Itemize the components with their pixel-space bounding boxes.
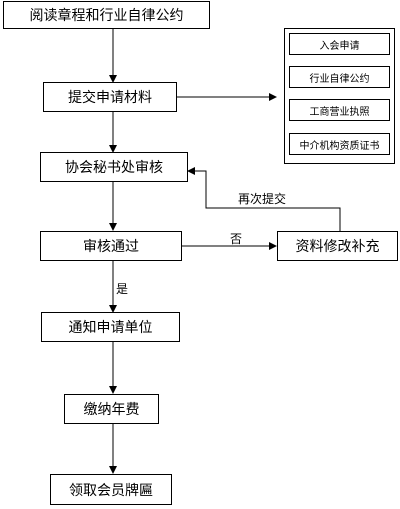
material-item-self-discipline: 行业自律公约 [289, 66, 390, 88]
edge-label-resubmit: 再次提交 [238, 192, 287, 206]
node-receive-plaque: 领取会员牌匾 [50, 474, 172, 505]
edge-label-yes: 是 [116, 282, 129, 296]
material-item-business-license: 工商营业执照 [289, 99, 390, 121]
node-pay-fee: 缴纳年费 [64, 394, 159, 424]
node-secretary-review: 协会秘书处审核 [40, 152, 188, 182]
arrow-revise-to-review [187, 167, 341, 231]
node-revise-materials: 资料修改补充 [277, 231, 398, 261]
node-read-rules: 阅读章程和行业自律公约 [3, 1, 210, 29]
materials-group: 入会申请 行业自律公约 工商营业执照 中介机构资质证书 [284, 28, 395, 164]
material-item-qualification-cert: 中介机构资质证书 [289, 133, 390, 155]
node-notify-applicant: 通知申请单位 [41, 312, 180, 342]
node-approved: 审核通过 [40, 231, 182, 261]
edge-label-no: 否 [230, 232, 243, 246]
node-submit-materials: 提交申请材料 [43, 82, 177, 112]
material-item-application: 入会申请 [289, 33, 390, 55]
